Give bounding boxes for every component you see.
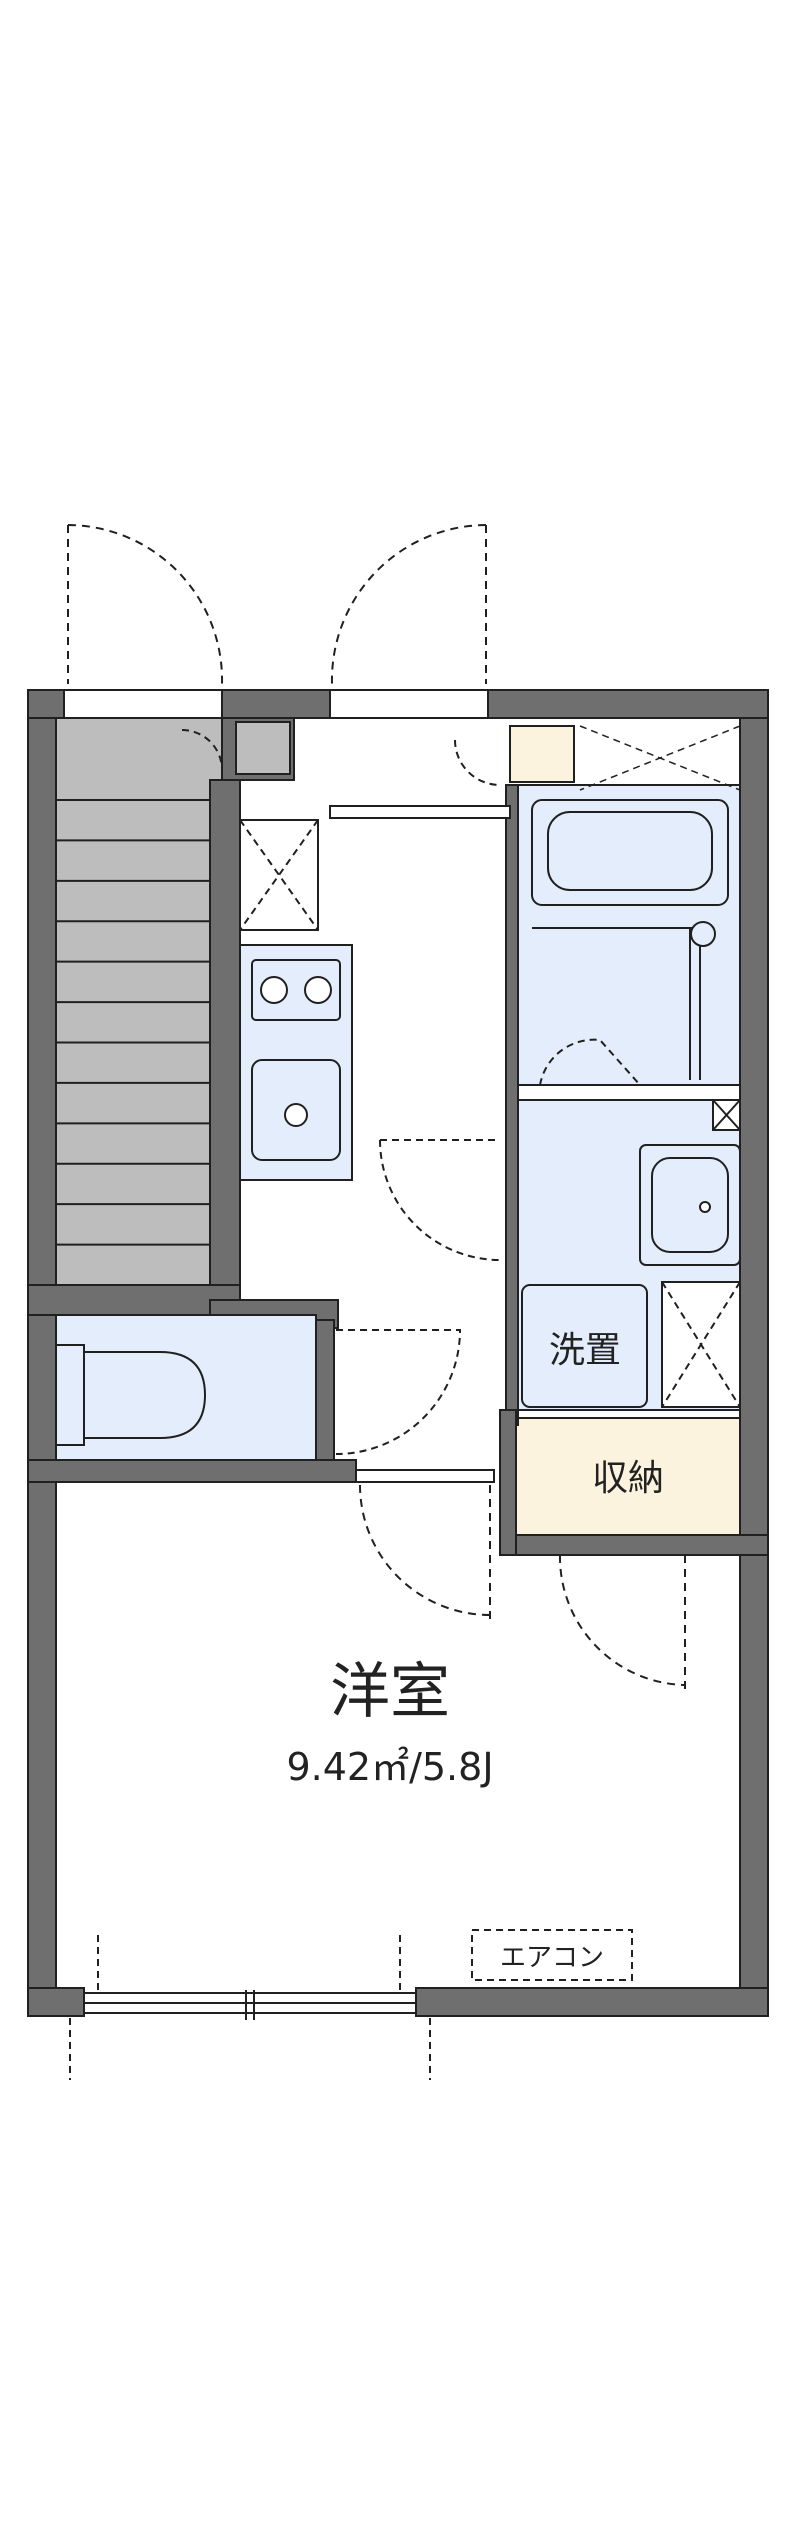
bathtub-inner: [547, 811, 713, 891]
washer-space-box: [521, 1284, 648, 1408]
vent-cross: [579, 725, 741, 791]
balcony-line-right: [399, 1935, 431, 2080]
entry-step-line: [329, 805, 511, 819]
washroom-door-arc: [379, 1139, 501, 1261]
shoe-cabinet: [509, 725, 575, 783]
wall-left-outer: [27, 689, 57, 2001]
kitchen: [239, 819, 353, 1181]
wall-top-left: [27, 689, 65, 719]
wall-toilet-bottom: [27, 1459, 357, 1483]
wall-stair-bottom: [27, 1284, 241, 1316]
wall-bottom-right: [415, 1987, 769, 2017]
washroom-vent-cross: [712, 1099, 741, 1131]
balcony-line-left: [69, 1935, 99, 2080]
toilet-door-arc: [335, 1329, 462, 1455]
toilet-tank: [55, 1344, 85, 1446]
wall-bath-left: [505, 784, 519, 1426]
washroom: [379, 1099, 741, 1411]
balcony-window: [69, 1935, 431, 2080]
toilet-bowl: [83, 1351, 207, 1439]
closet-door-arc: [558, 1554, 686, 1686]
threshold-mid: [329, 689, 489, 719]
fridge-cross: [239, 819, 319, 931]
wall-stair-right: [209, 779, 241, 1311]
storage-label: 収納: [592, 1458, 664, 1499]
stair-box: [235, 721, 291, 775]
bathroom-corner-vent: [579, 725, 741, 791]
wash-basin-bowl: [651, 1157, 729, 1253]
room-doors: [359, 1484, 686, 1690]
sink-drain: [284, 1103, 308, 1127]
wall-right-outer: [739, 689, 769, 2001]
room-door-arc: [359, 1484, 491, 1616]
shower-head: [690, 921, 716, 947]
wall-storage-bottom: [499, 1534, 769, 1556]
wall-top-right: [487, 689, 769, 719]
western-room-size: 9.42㎡/5.8J: [286, 1745, 493, 1789]
threshold-left: [63, 689, 223, 719]
stair-landing: [55, 717, 223, 801]
western-room-label: 洋室: [330, 1657, 450, 1727]
western-room-floor: [56, 1478, 740, 1988]
stair-door-arc: [181, 729, 223, 771]
washer-space-label: 洗置: [549, 1330, 621, 1371]
entrance-doors: [67, 524, 487, 685]
wall-toilet-right: [315, 1319, 335, 1471]
burner-left: [260, 976, 288, 1004]
wall-storage-left: [499, 1409, 517, 1556]
bathroom-door-arc: [539, 1038, 641, 1086]
entry-area: [329, 725, 575, 819]
stairs: [55, 717, 291, 1286]
aircon-label: エアコン: [500, 1943, 604, 1973]
aircon-box: [471, 1929, 633, 1981]
door-mid-arc: [330, 524, 487, 685]
wall-bottom-left: [27, 1987, 85, 2017]
stove-top: [251, 959, 341, 1021]
shoe-cabinet-door-arc: [454, 739, 501, 786]
wall-top-mid: [221, 689, 331, 719]
drain: [699, 1201, 711, 1213]
entrance-thresholds: [63, 689, 489, 719]
room-door-threshold: [355, 1469, 495, 1483]
burner-right: [304, 976, 332, 1004]
washroom-cabinet-cross: [661, 1281, 741, 1408]
door-left-arc: [67, 524, 224, 685]
bathroom: [517, 784, 741, 1086]
toilet: [55, 1314, 462, 1461]
